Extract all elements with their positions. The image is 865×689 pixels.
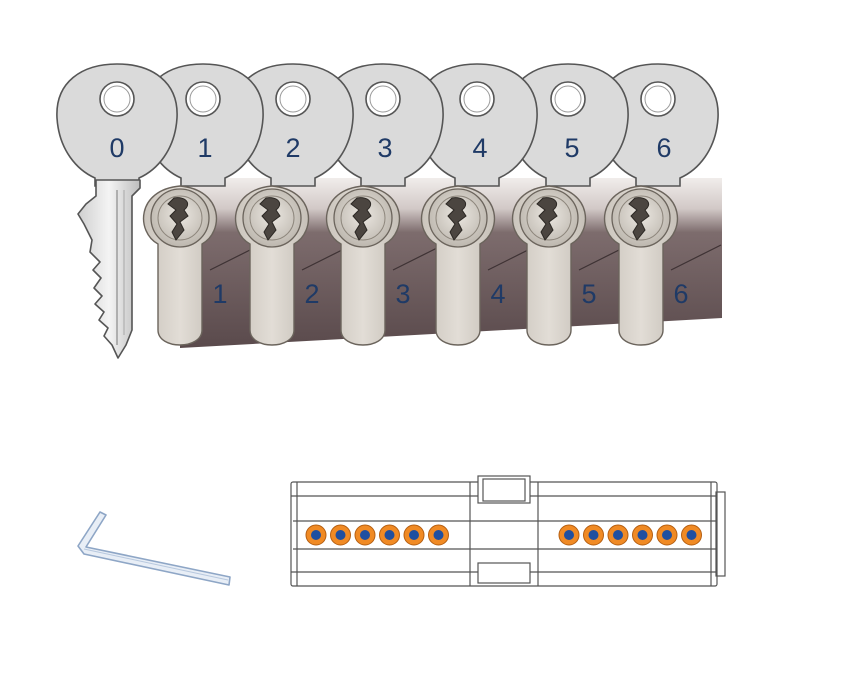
key-head	[507, 63, 629, 187]
key-number: 4	[472, 133, 487, 163]
pin-left-6	[428, 524, 449, 546]
keyway	[536, 197, 558, 241]
key-3: 3	[322, 63, 444, 187]
pin-right-2	[583, 524, 604, 546]
cylinder-5: 5	[512, 185, 597, 346]
key-ring-hole	[99, 81, 135, 117]
key-head	[232, 63, 354, 187]
cylinder-outline-icon	[290, 475, 726, 587]
key-number: 0	[109, 133, 124, 163]
cylinders-row: 1 2 3 4 5 6	[143, 185, 689, 346]
key-6: 6	[597, 63, 719, 187]
key-ring-hole	[459, 81, 495, 117]
keyway	[628, 197, 650, 241]
key-2: 2	[232, 63, 354, 187]
keys-row: 6 5 4 3 2 1 0	[56, 63, 719, 359]
pin-right-5	[656, 524, 678, 546]
key-head	[322, 63, 444, 187]
pin-left-3	[354, 524, 376, 546]
keyway	[259, 197, 281, 241]
key-ring-hole	[185, 81, 221, 117]
pin-right-3	[607, 524, 629, 546]
hex-key-icon	[77, 511, 231, 586]
keyway	[167, 197, 189, 241]
pin-left-1	[305, 524, 327, 546]
pin-right-6	[681, 524, 702, 546]
key-4: 4	[416, 63, 538, 187]
cylinder-3: 3	[326, 185, 411, 346]
pin-right-4	[632, 524, 653, 546]
pin-row	[305, 524, 702, 546]
cylinder-6: 6	[604, 185, 689, 346]
keyway	[445, 197, 467, 241]
key-ring-hole	[550, 81, 586, 117]
pin-left-2	[330, 524, 351, 546]
key-number: 5	[564, 133, 579, 163]
pin-right-1	[558, 524, 580, 546]
key-ring-hole	[365, 81, 401, 117]
cylinder-2: 2	[235, 185, 320, 346]
pin-left-5	[403, 524, 425, 546]
key-head	[597, 63, 719, 187]
key-number: 3	[377, 133, 392, 163]
key-number: 6	[656, 133, 671, 163]
cylinder-number: 4	[490, 279, 505, 309]
key-ring-hole	[640, 81, 676, 117]
cylinder-4: 4	[421, 185, 506, 346]
cylinder-1: 1	[143, 185, 228, 346]
cylinder-number: 2	[304, 279, 319, 309]
cylinder-number: 1	[212, 279, 227, 309]
key-blade	[77, 179, 141, 359]
pin-left-4	[379, 524, 400, 546]
cylinder-number: 5	[581, 279, 596, 309]
keyway	[350, 197, 372, 241]
key-number: 1	[197, 133, 212, 163]
key-0: 0	[56, 63, 178, 187]
key-head	[416, 63, 538, 187]
key-ring-hole	[275, 81, 311, 117]
cylinder-number: 6	[673, 279, 688, 309]
cylinder-number: 3	[395, 279, 410, 309]
key-head	[56, 63, 178, 187]
key-5: 5	[507, 63, 629, 187]
key-number: 2	[285, 133, 300, 163]
